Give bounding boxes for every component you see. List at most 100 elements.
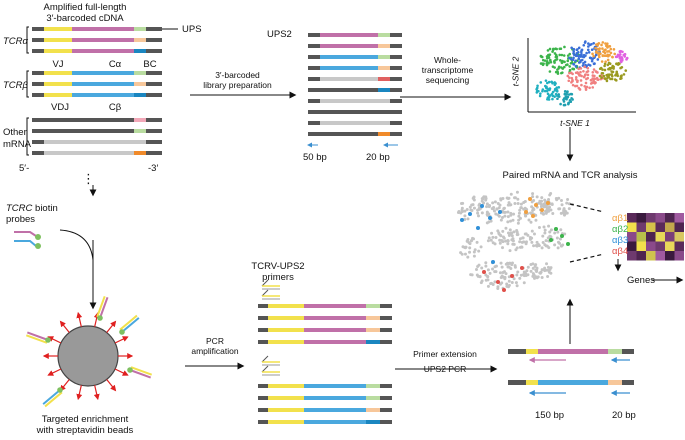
tsne-point [598,47,601,50]
overlay-grey-point [482,195,486,199]
strand-segment [44,93,72,97]
strand-segment [72,71,134,75]
overlay-grey-point [515,273,519,277]
overlay-grey-point [517,211,521,215]
tsne-point [589,78,593,82]
tsne-point [548,70,552,73]
library-right-bp: 20 bp [366,152,390,163]
tsne-point [546,96,550,99]
streptavidin-spike [47,368,62,376]
overlay-clone-point [524,210,528,214]
overlay-grey-point [533,276,537,280]
legend-ab1: αβ1 [612,213,629,224]
tsne-point [594,70,598,73]
overlay-grey-point [519,206,523,210]
tsne-point [591,77,594,80]
tsne-point [557,86,561,89]
strand-segment [320,88,378,92]
tsne-point [620,57,624,61]
strand-segment [44,38,72,42]
overlay-grey-point [517,214,521,218]
tsne-point [574,54,578,58]
strand-segment [366,316,380,320]
tsne-point [542,62,545,65]
tsne-point [613,78,617,81]
tsne-point [585,85,589,89]
overlay-clone-point [566,242,570,246]
overlay-grey-point [487,236,491,240]
tsne-point [590,48,594,51]
tsne-point [541,58,545,62]
heatmap-cell [674,222,684,232]
overlay-grey-point [507,196,511,200]
strand-segment [134,151,146,155]
tsne-point [572,51,575,55]
tsne-point [553,52,557,55]
overlay-grey-point [530,205,534,209]
overlay-grey-point [515,246,519,250]
overlay-grey-point [563,232,567,236]
strand-segment [320,33,378,37]
tsne-point [571,83,575,87]
tsne-point [603,64,606,68]
strand-segment [622,380,634,385]
heatmap-cell [646,232,656,242]
captured-cdna [119,314,138,331]
overlay-grey-point [540,196,544,200]
overlay-grey-point [480,197,484,201]
tsne-point [570,96,573,100]
tsne-point [539,54,543,58]
tcrb-molecule [32,71,162,75]
tsne-point [570,76,574,80]
overlay-clone-point [476,226,480,230]
strand-segment [258,340,268,344]
tsne-point [609,47,613,51]
overlay-clone-point [560,234,564,238]
tsne-point [536,84,539,88]
overlay-grey-point [526,273,530,277]
primer-tail [261,279,269,287]
overlay-grey-point [537,226,541,230]
heatmap-cell [674,213,684,223]
overlay-grey-point [564,209,568,213]
strand-segment [44,118,134,122]
tsne-point [580,48,584,52]
pcr-line1: PCR [206,336,224,346]
tsne-point [618,62,621,66]
strand-segment [304,316,366,320]
strand-segment [72,82,134,86]
tsne-point [583,65,586,69]
overlay-grey-point [547,224,551,228]
strand-segment [380,396,392,400]
overlay-grey-point [501,229,505,233]
ups-label: UPS [182,24,202,35]
overlay-grey-point [560,203,564,207]
tcra-molecule [32,27,162,31]
other-mrna-molecule [32,151,162,155]
overlay-grey-point [491,267,495,271]
overlay-grey-point [518,240,522,244]
overlay-grey-point [560,244,564,248]
overlay-grey-point [510,281,514,285]
strand-segment [32,71,44,75]
overlay-grey-point [485,205,489,209]
overlay-grey-point [469,239,473,243]
tsne-point [553,81,556,84]
tsne-point [612,67,615,70]
tsne-point [551,97,554,101]
tsne-point [586,69,590,73]
tsne2-label: t-SNE 2 [510,56,521,87]
analysis-title: Paired mRNA and TCR analysis [502,170,638,181]
streptavidin-spike [114,368,129,376]
captured-cdna [25,334,48,344]
tsne-point [580,50,583,54]
overlay-grey-point [499,261,503,265]
tsne-point [575,84,579,88]
strand-segment [390,33,402,37]
streptavidin-spike [114,336,129,344]
extension-right-bp: 20 bp [612,410,636,421]
streptavidin-spike [106,379,117,392]
strand-segment [378,121,390,125]
bead [57,325,119,387]
strand-segment [258,420,268,424]
